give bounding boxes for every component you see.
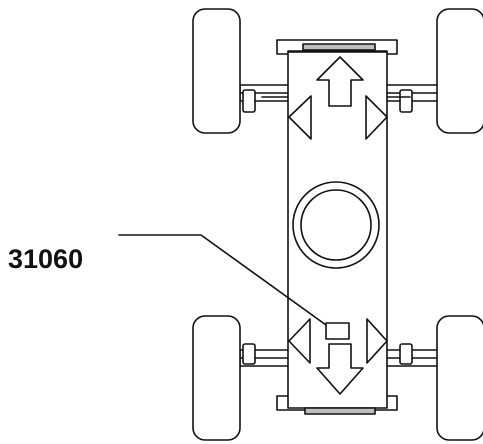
front-left-arrow bbox=[288, 95, 312, 140]
rear-lower-marker bbox=[325, 322, 350, 340]
callout-leader-line bbox=[118, 234, 327, 326]
rear-left-wheel bbox=[192, 315, 241, 441]
front-right-wheel bbox=[436, 8, 483, 134]
rear-plate bbox=[304, 407, 376, 415]
front-plate bbox=[302, 43, 376, 51]
front-left-wheel bbox=[192, 8, 241, 134]
forward-arrow bbox=[316, 56, 364, 107]
callout-label: 31060 bbox=[8, 244, 83, 274]
rear-right-wheel bbox=[436, 315, 483, 441]
center-circle bbox=[292, 181, 380, 269]
backward-arrow bbox=[316, 343, 364, 395]
front-right-arrow bbox=[365, 95, 388, 140]
rear-right-arrow bbox=[366, 318, 388, 364]
rear-left-arrow bbox=[288, 318, 311, 364]
